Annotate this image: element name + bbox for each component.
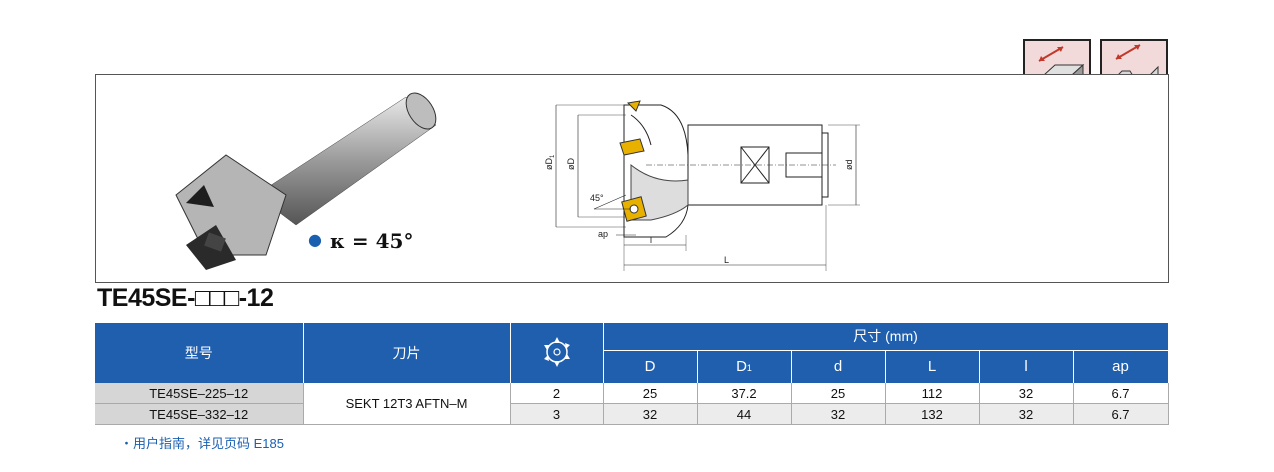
illustration-panel: ●κ = 45°: [95, 74, 1169, 283]
page-title: TE45SE-□□□-12: [97, 284, 274, 312]
technical-drawing: øD1 øD ød 45° ap l L: [544, 100, 860, 271]
row-model: TE45SE–225–12: [95, 383, 304, 404]
row-L: 112: [885, 383, 980, 404]
row-l: 32: [979, 403, 1074, 425]
header-insert: 刀片: [303, 323, 511, 383]
teeth-count-icon: [510, 323, 604, 383]
header-L: L: [885, 349, 980, 383]
spec-table: 型号 刀片 尺寸 (mm) D D1 d L l ap TE45SE–225–1…: [95, 323, 1169, 425]
table-row: TE45SE–332–12 3 32 44 32 132 32 6.7: [95, 403, 1169, 425]
row-model: TE45SE–332–12: [95, 403, 304, 425]
dim-label-d: ød: [844, 159, 854, 170]
tool-photo: [175, 92, 437, 270]
row-d: 32: [791, 403, 886, 425]
row-ap: 6.7: [1073, 403, 1169, 425]
row-teeth: 3: [510, 403, 604, 425]
header-D1: D1: [697, 349, 792, 383]
row-l: 32: [979, 383, 1074, 404]
header-ap: ap: [1073, 349, 1169, 383]
row-D: 25: [603, 383, 698, 404]
insert-cell: SEKT 12T3 AFTN–M: [303, 383, 511, 425]
kappa-label: ●κ = 45°: [308, 229, 414, 253]
header-d: d: [791, 349, 886, 383]
user-guide-note: ・用户指南，详见页码 E185: [120, 436, 284, 451]
table-row: TE45SE–225–12 SEKT 12T3 AFTN–M 2 25 37.2…: [95, 383, 1169, 425]
row-d: 25: [791, 383, 886, 404]
row-ap: 6.7: [1073, 383, 1169, 404]
dim-label-L: L: [724, 255, 729, 265]
row-teeth: 2: [510, 383, 604, 404]
header-D: D: [603, 349, 698, 383]
header-size-group: 尺寸 (mm): [603, 323, 1169, 350]
dim-label-angle: 45°: [590, 193, 604, 203]
header-model: 型号: [95, 323, 304, 383]
row-L: 132: [885, 403, 980, 425]
dim-label-l: l: [650, 235, 652, 245]
header-l: l: [979, 349, 1074, 383]
row-D1: 37.2: [697, 383, 792, 404]
dim-label-D: øD: [566, 158, 576, 170]
row-D: 32: [603, 403, 698, 425]
dim-label-D1: øD1: [544, 154, 556, 170]
dim-label-ap: ap: [598, 229, 608, 239]
row-D1: 44: [697, 403, 792, 425]
